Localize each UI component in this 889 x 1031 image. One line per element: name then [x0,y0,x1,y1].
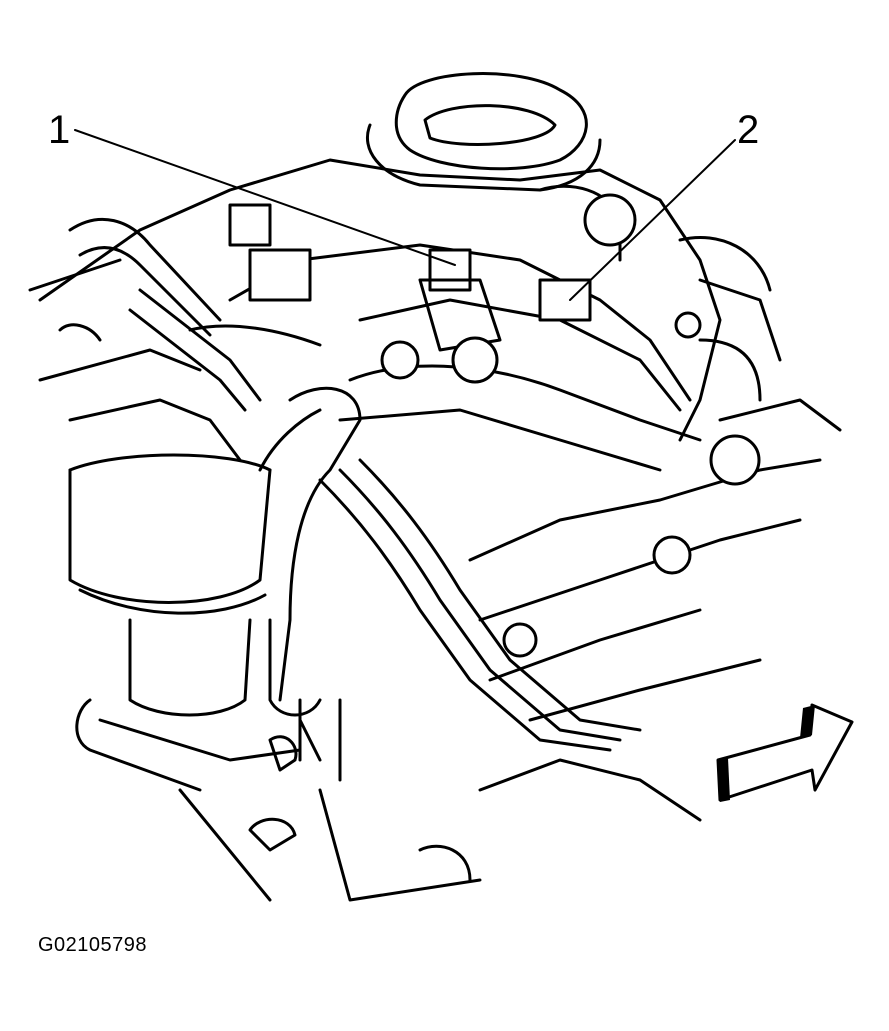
left-housing [68,453,322,902]
front-direction-arrow-icon [716,703,854,802]
engine-block [38,158,822,722]
upper-hoses [28,217,262,462]
intake-plenum [365,72,602,192]
figure-id-label: G02105798 [38,934,148,956]
wiring-harness [258,386,642,762]
top-components [228,184,761,658]
right-manifold [678,235,842,432]
callout-2: 2 [737,108,760,152]
callout-1: 1 [48,108,71,152]
callout-1-leader [74,129,456,266]
lower-frame [248,698,702,902]
callout-2-leader [569,139,736,301]
